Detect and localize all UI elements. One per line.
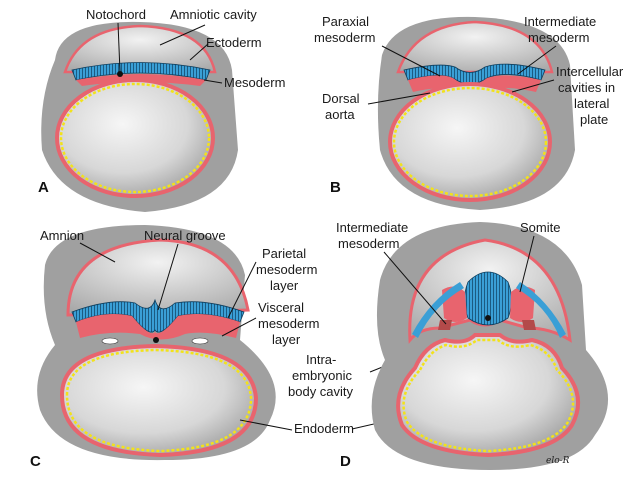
label-visceral-1: Visceral [258,300,304,315]
panel-c: C Amnion Neural groove Parietal mesoderm… [30,225,426,470]
label-intercellular-4: plate [580,112,608,127]
yolk-sac-b [388,82,552,202]
label-visceral-3: layer [272,332,301,347]
label-amniotic-cavity: Amniotic cavity [170,7,257,22]
label-somite: Somite [520,220,560,235]
cavity-c-left [101,337,119,345]
panel-d: D Intermediate mesoderm Somite elo-R [336,220,609,470]
label-mesoderm-a: Mesoderm [224,75,285,90]
label-parietal-1: Parietal [262,246,306,261]
label-intercellular-3: lateral [574,96,610,111]
cavity-c-right [191,337,209,345]
endoderm-b [392,86,548,198]
label-intermediate-d-1: Intermediate [336,220,408,235]
label-neural-groove: Neural groove [144,228,226,243]
yolk-sac-c [59,343,259,458]
panel-a-letter: A [38,179,49,196]
panel-b-letter: B [330,179,341,196]
notochord-c [153,337,159,343]
label-paraxial-2: mesoderm [314,30,375,45]
label-endoderm: Endoderm [294,421,354,436]
label-intermediate-b-2: mesoderm [528,30,589,45]
label-visceral-2: mesoderm [258,316,319,331]
label-ectoderm: Ectoderm [206,35,262,50]
yolk-sac-d [396,333,580,458]
panel-a: A Notochord Amniotic cavity Ectoderm Mes… [38,7,285,213]
label-intra-1: Intra- [306,352,336,367]
label-intermediate-d-2: mesoderm [338,236,399,251]
endoderm-d [402,338,575,453]
intermediate-mesoderm-right [522,320,536,330]
label-parietal-2: mesoderm [256,262,317,277]
label-notochord: Notochord [86,7,146,22]
endoderm-c [65,348,253,453]
panel-c-letter: C [30,453,41,470]
signature: elo-R [546,456,570,466]
intermediate-mesoderm-left [438,320,452,330]
label-dorsal-2: aorta [325,107,355,122]
panel-d-letter: D [340,453,351,470]
label-paraxial-1: Paraxial [322,14,369,29]
yolk-sac-a [55,78,215,198]
notochord-d [485,315,491,321]
amnion-b [396,20,554,74]
label-intra-2: embryonic [292,368,352,383]
label-amnion: Amnion [40,228,84,243]
label-intercellular-1: Intercellular [556,64,624,79]
label-parietal-3: layer [270,278,299,293]
panel-b: B Paraxial mesoderm Intermediate mesoder… [314,14,624,211]
amnion-c [66,238,250,317]
notochord-a [117,71,123,77]
ectoderm-c [71,298,245,333]
label-intra-3: body cavity [288,384,354,399]
label-intercellular-2: cavities in [558,80,615,95]
label-dorsal-1: Dorsal [322,91,360,106]
mesoderm-c [76,314,240,340]
ectoderm-d [412,282,566,338]
label-intermediate-b-1: Intermediate [524,14,596,29]
endoderm-a [59,82,211,194]
